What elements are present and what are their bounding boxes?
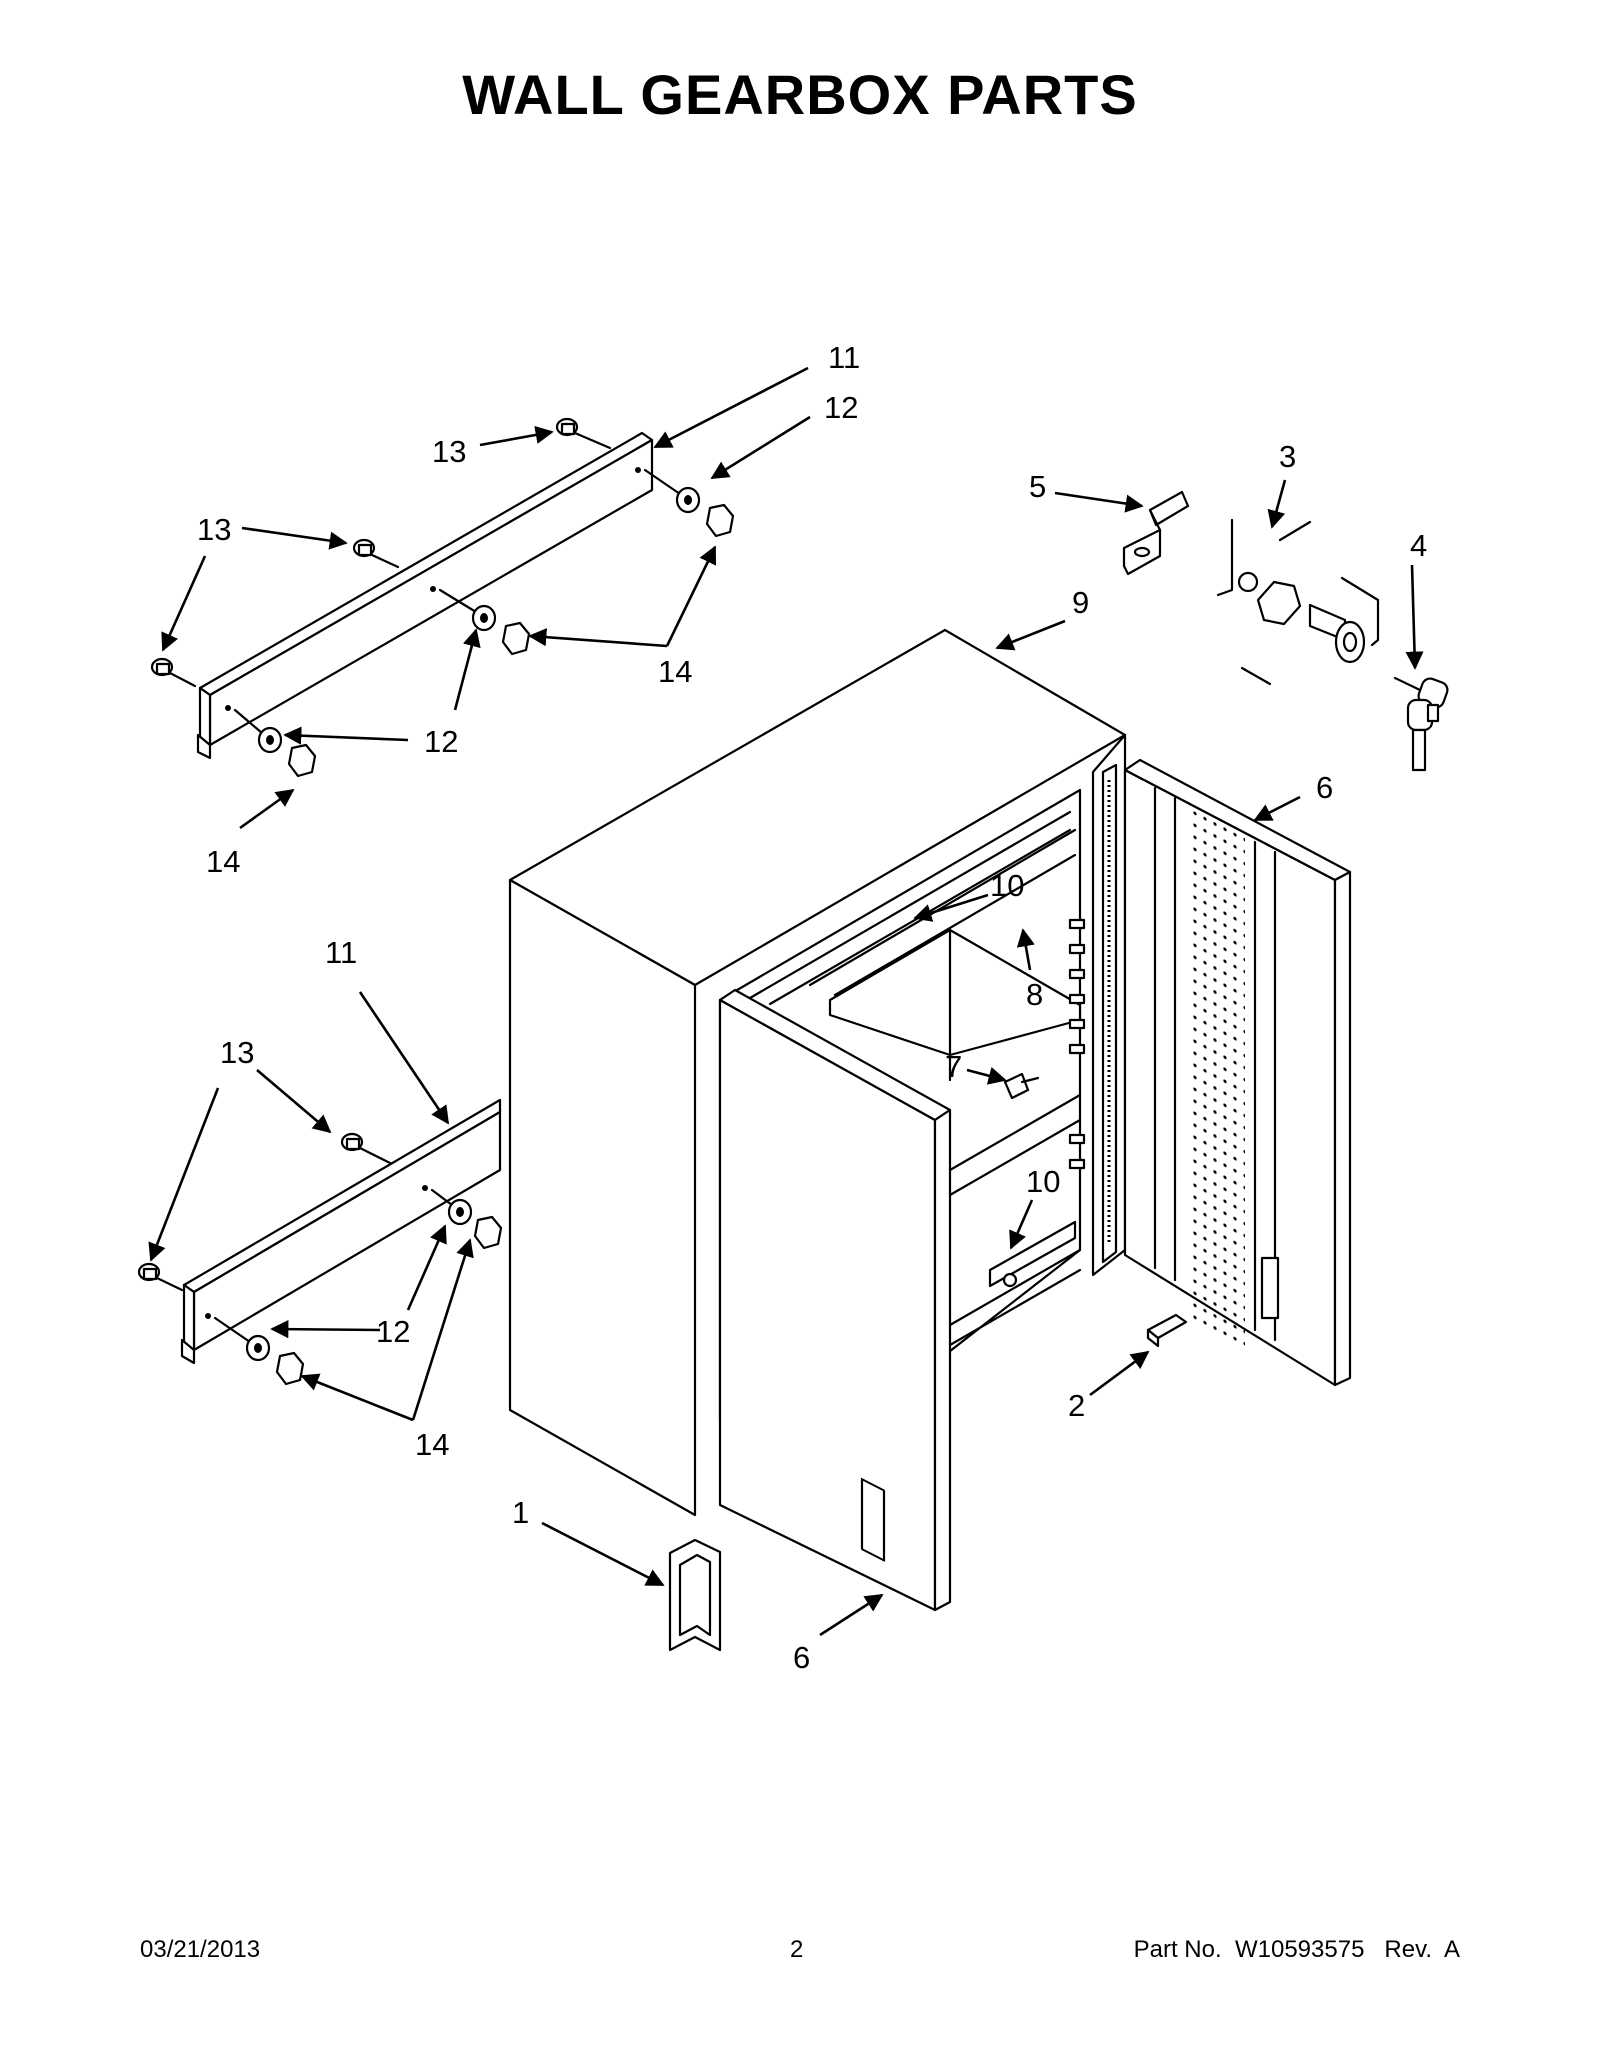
door-handle [668, 1538, 722, 1652]
lower-rail-washer-nut-1 [430, 1188, 503, 1250]
callout-14: 14 [415, 1427, 449, 1462]
callout-13: 13 [220, 1035, 254, 1070]
upper-rail-screw-2 [352, 538, 400, 569]
shelf-screw [1003, 1072, 1040, 1100]
callout-12: 12 [376, 1314, 410, 1349]
callout-14: 14 [206, 844, 240, 879]
callout-2: 2 [1068, 1388, 1085, 1423]
callout-13: 13 [432, 434, 466, 469]
callout-10: 10 [1026, 1164, 1060, 1199]
page-title: WALL GEARBOX PARTS [462, 63, 1138, 126]
callout-12: 12 [424, 724, 458, 759]
right-door [1123, 758, 1352, 1387]
footer-part-number: Part No. W10593575 Rev. A [1133, 1936, 1460, 1963]
callout-7: 7 [945, 1049, 962, 1084]
callout-10: 10 [990, 868, 1024, 903]
callout-9: 9 [1072, 585, 1089, 620]
upper-rail-washer-nut-1 [643, 468, 735, 538]
callout-11: 11 [828, 340, 860, 375]
upper-rail-washer-nut-3 [233, 708, 317, 778]
lock-cylinder-assembly [1216, 518, 1380, 686]
keys [1393, 676, 1449, 772]
lower-rail-washer-nut-2 [213, 1316, 305, 1386]
footer-date: 03/21/2013 [140, 1936, 261, 1963]
callout-5: 5 [1029, 469, 1046, 504]
callout-4: 4 [1410, 528, 1427, 563]
callout-11: 11 [325, 935, 357, 970]
callout-labels: 11 12 13 13 14 12 14 11 13 12 14 5 3 4 9… [197, 340, 1427, 1675]
upper-rail-washer-nut-2 [438, 588, 531, 656]
callout-8: 8 [1026, 977, 1043, 1012]
footer-page-number: 2 [790, 1936, 804, 1963]
leader-arrows [148, 366, 1424, 1637]
upper-rail-screw-3 [150, 657, 197, 688]
left-door [718, 988, 952, 1612]
callout-12: 12 [824, 390, 858, 425]
door-bumper [1146, 1313, 1188, 1348]
upper-rail-screw-1 [555, 417, 612, 450]
lower-rail-screw-2 [137, 1262, 184, 1292]
callout-6: 6 [1316, 770, 1333, 805]
latch-bracket [1122, 490, 1190, 576]
callout-13: 13 [197, 512, 231, 547]
upper-mounting-rail [196, 431, 654, 760]
callout-6: 6 [793, 1640, 810, 1675]
lower-mounting-rail [180, 1098, 502, 1365]
lower-rail-screw-1 [340, 1132, 392, 1165]
callout-3: 3 [1279, 439, 1296, 474]
callout-1: 1 [512, 1495, 529, 1530]
callout-14: 14 [658, 654, 692, 689]
